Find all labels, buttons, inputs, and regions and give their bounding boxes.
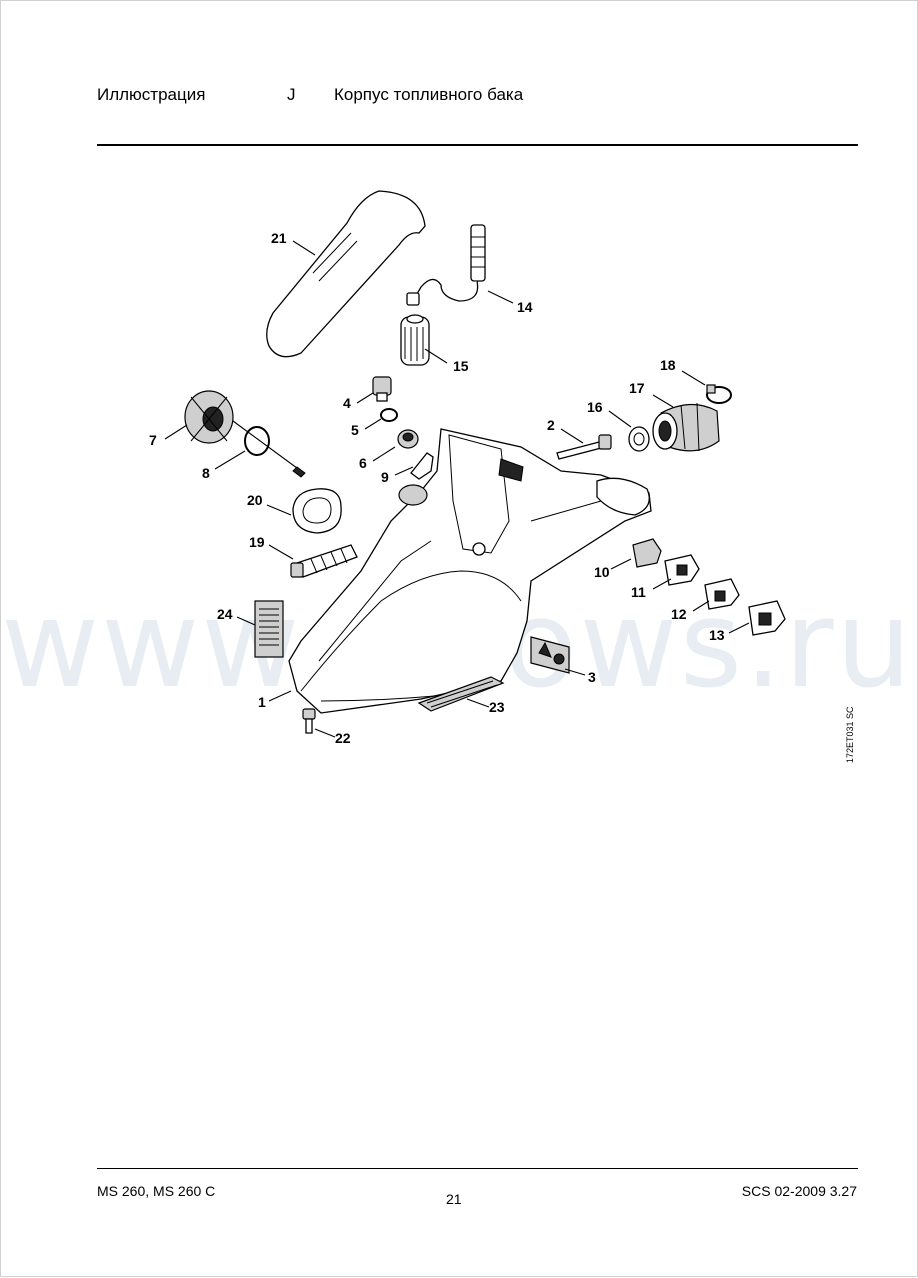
part-3-warning-label: [530, 636, 570, 674]
part-10-buffer: [632, 538, 662, 568]
callout-5: 5: [351, 422, 359, 438]
callout-6: 6: [359, 455, 367, 471]
diagram-reference-code: 172ET031 SC: [845, 706, 855, 763]
callout-1: 1: [258, 694, 266, 710]
callout-24: 24: [217, 606, 233, 622]
part-24-label: [254, 600, 284, 658]
leader-lines: [164, 240, 750, 738]
callout-7: 7: [149, 432, 157, 448]
part-2-screw: [556, 434, 612, 460]
model-name: MS 260, MS 260 C: [97, 1183, 216, 1199]
part-18-hose-clamp: [706, 384, 732, 404]
callout-labels: 21 14 15 18 17 16 2 4 5 6 9 7 8 20 19 10…: [149, 230, 725, 746]
part-14-fuel-hose: [406, 224, 486, 306]
callout-17: 17: [629, 380, 645, 396]
part-16-washer: [628, 426, 650, 452]
part-6-plug: [397, 429, 419, 449]
part-11-buffer: [664, 554, 700, 586]
callout-11: 11: [631, 584, 646, 600]
part-21-handle-cover: [266, 190, 426, 358]
section-letter: J: [287, 85, 296, 104]
callout-20: 20: [247, 492, 263, 508]
callout-8: 8: [202, 465, 210, 481]
part-1-tank-housing: [288, 428, 652, 714]
callout-10: 10: [594, 564, 610, 580]
part-4-oil-valve: [372, 376, 392, 402]
part-20-gasket: [292, 488, 342, 534]
header-divider: [97, 144, 858, 146]
callout-23: 23: [489, 699, 505, 715]
part-12-buffer: [704, 578, 740, 610]
callout-16: 16: [587, 399, 603, 415]
footer-divider: [97, 1168, 858, 1169]
callout-4: 4: [343, 395, 351, 411]
callout-18: 18: [660, 357, 676, 373]
part-8-o-ring: [244, 426, 270, 456]
callout-22: 22: [335, 730, 351, 746]
part-13-buffer: [748, 600, 786, 636]
part-7-oil-pump: [184, 390, 306, 478]
page-number: 21: [446, 1191, 462, 1207]
callout-14: 14: [517, 299, 533, 315]
callout-12: 12: [671, 606, 687, 622]
part-5-small-ring: [380, 408, 398, 422]
callout-9: 9: [381, 469, 389, 485]
callout-3: 3: [588, 669, 596, 685]
catalog-code: SCS 02-2009 3.27: [741, 1183, 857, 1199]
part-9-clip: [410, 452, 434, 480]
callout-19: 19: [249, 534, 265, 550]
part-22-screw: [302, 708, 316, 734]
page-title: Корпус топливного бака: [334, 85, 524, 104]
section-label: Иллюстрация: [97, 85, 206, 104]
part-17-intake-manifold: [652, 402, 720, 452]
callout-2: 2: [547, 417, 555, 433]
callout-21: 21: [271, 230, 287, 246]
part-15-fuel-filter: [400, 314, 430, 366]
callout-13: 13: [709, 627, 725, 643]
part-23-pad: [417, 676, 505, 712]
part-19-threaded-sleeve: [290, 544, 358, 578]
callout-15: 15: [453, 358, 469, 374]
